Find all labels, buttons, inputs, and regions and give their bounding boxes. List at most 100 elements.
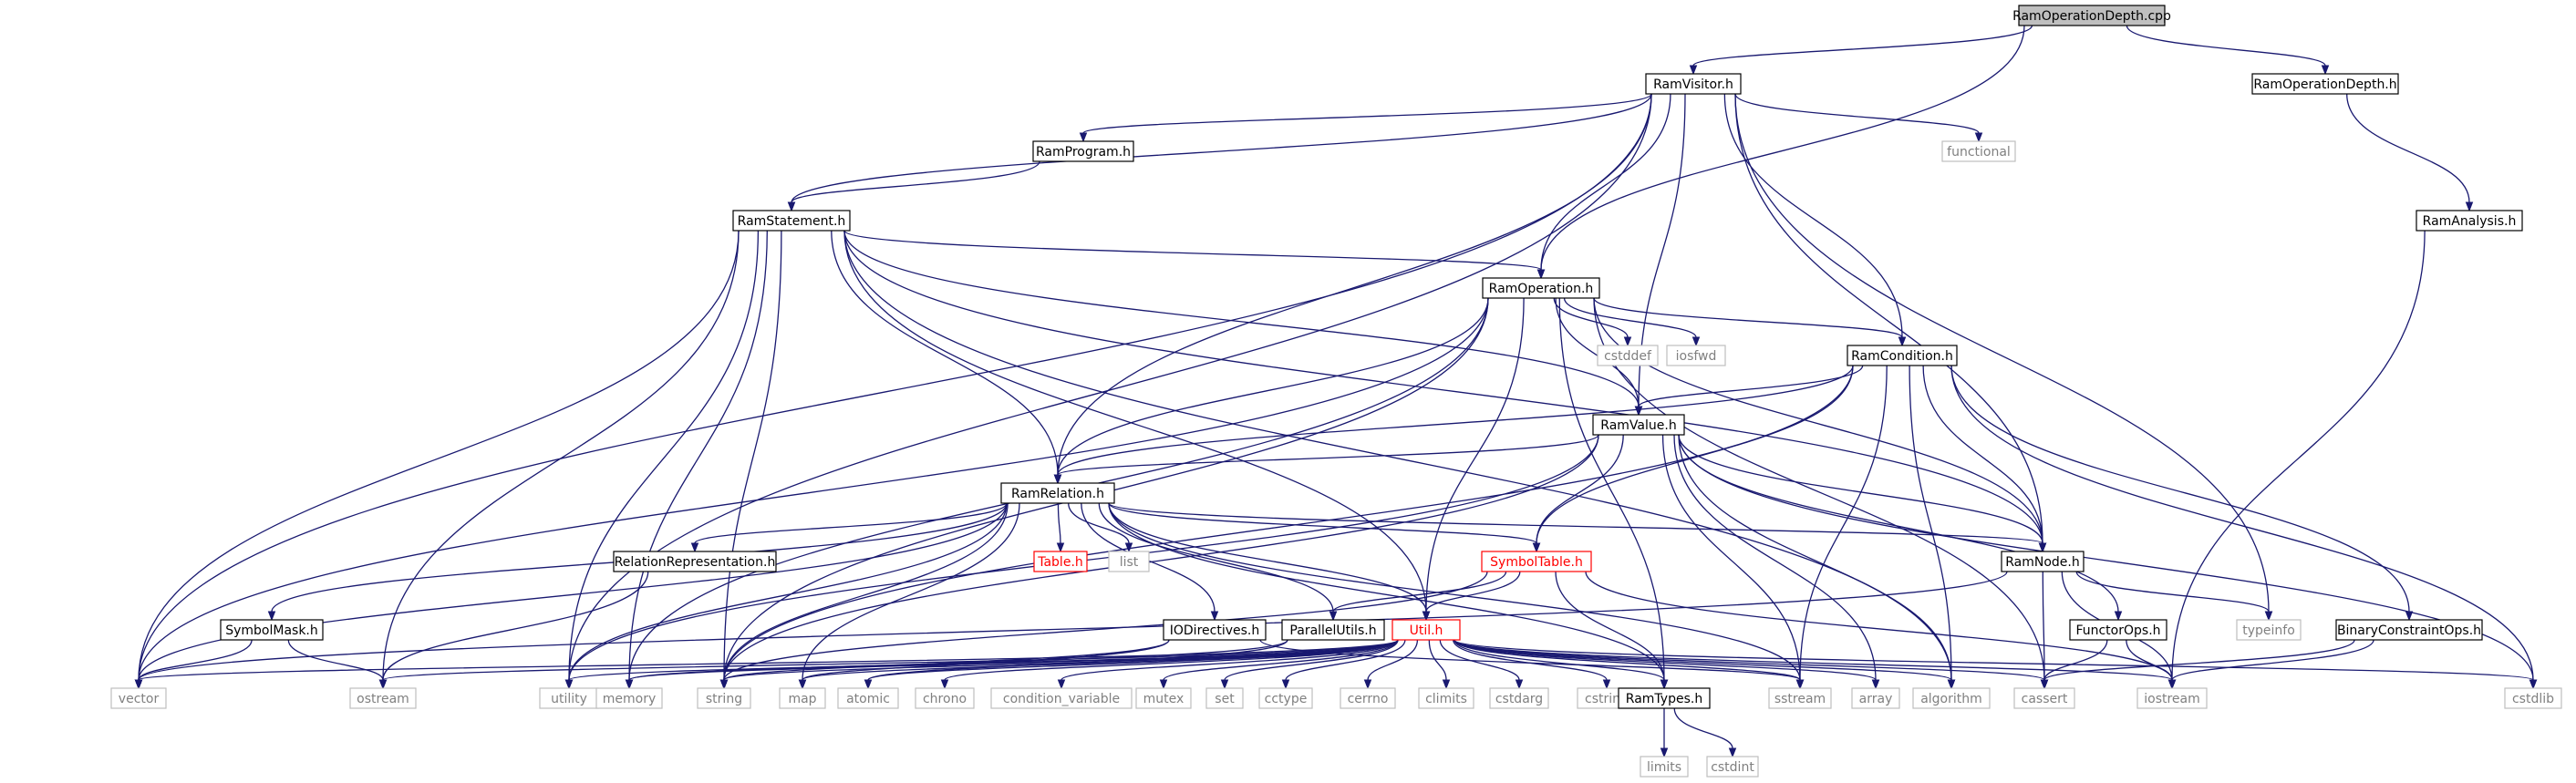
node-ramnode[interactable]: RamNode.h [2001,551,2085,572]
node-operation[interactable]: RamOperation.h [1482,277,1600,299]
edge-util-to-chrono [940,639,1399,690]
node-functorops[interactable]: FunctorOps.h [2069,619,2167,641]
edge-line [867,639,1399,681]
arrowhead [690,542,699,553]
node-box [915,687,975,709]
edge-line [138,297,1489,681]
node-util[interactable]: Util.h [1391,619,1461,641]
node-label: cstdint [1711,760,1754,775]
node-symbolmask[interactable]: SymbolMask.h [220,619,324,641]
node-label: RamOperationDepth.h [2253,77,2396,92]
node-visitor[interactable]: RamVisitor.h [1645,73,1742,95]
edge-line [138,230,740,681]
node-mutex: mutex [1135,687,1192,709]
edge-line [1563,297,1697,338]
node-label: SymbolMask.h [225,623,318,638]
node-label: functional [1947,145,2011,160]
node-table[interactable]: Table.h [1033,551,1088,572]
node-label: cstdarg [1495,692,1543,706]
edge-line [1439,639,1520,681]
node-symboltable[interactable]: SymbolTable.h [1481,551,1592,572]
arrowhead [864,679,873,690]
node-label: cerrno [1348,692,1389,706]
edge-line [1454,639,1877,681]
edge-line [1454,639,1801,681]
edge-root-to-opdepthh [2126,25,2330,76]
node-box [1418,687,1474,709]
node-relation[interactable]: RamRelation.h [1000,482,1115,504]
node-label: climits [1425,692,1467,706]
edge-util-to-ostream [378,639,1399,690]
edge-line [1454,639,2045,681]
edge-line [2126,639,2173,681]
arrowhead [787,201,796,212]
edge-statement-to-operation [843,230,1546,280]
node-cstdarg: cstdarg [1489,687,1549,709]
node-root[interactable]: RamOperationDepth.cpp [2012,5,2171,26]
node-box [1618,687,1711,709]
node-iodirectives[interactable]: IODirectives.h [1163,619,1267,641]
arrowhead [1602,679,1611,690]
edge-visitor-to-vector [134,93,1652,690]
node-label: RamOperation.h [1489,282,1594,296]
node-ramtypes[interactable]: RamTypes.h [1618,687,1711,709]
node-label: condition_variable [1003,692,1120,706]
edge-line [1163,639,1399,681]
edge-line [287,639,384,681]
edge-line [1540,93,1671,271]
edge-line [1057,434,1599,476]
node-opdepthh[interactable]: RamOperationDepth.h [2251,73,2399,95]
edge-line [694,502,1008,544]
arrowhead [1053,474,1062,485]
node-label: chrono [923,692,967,706]
node-climits: climits [1418,687,1474,709]
node-box [1597,345,1659,366]
node-label: Util.h [1410,623,1443,638]
node-box [2001,551,2085,572]
edge-line [1425,297,1525,613]
node-label: array [1859,692,1893,706]
edge-line [1553,297,1629,338]
arrowhead [1898,336,1907,347]
node-box [697,687,751,709]
edge-program-to-statement [787,160,1040,212]
node-label: BinaryConstraintOps.h [2337,623,2481,638]
node-parallelutils[interactable]: ParallelUtils.h [1281,619,1385,641]
node-box [1108,551,1150,572]
edge-line [1678,434,1952,681]
node-map: map [779,687,826,709]
edge-line [791,93,1652,203]
edge-line [1285,639,1406,681]
edge-line [1950,365,2534,681]
node-label: cstddef [1604,349,1652,364]
edge-line [1332,571,1507,613]
node-string: string [697,687,751,709]
edge-line [831,230,1059,476]
node-condition[interactable]: RamCondition.h [1847,345,1958,366]
node-vector: vector [110,687,167,709]
node-statement[interactable]: RamStatement.h [732,210,851,232]
edge-line [843,230,1427,613]
node-box [1592,414,1685,436]
arrowhead [564,679,574,690]
node-box [1941,140,2016,162]
edge-visitor-to-statement [787,93,1652,212]
node-analysis[interactable]: RamAnalysis.h [2416,210,2523,232]
edge-line [138,93,1652,681]
edge-visitor-to-functional [1734,93,1983,143]
edge-line [1454,639,2173,681]
arrowhead [2114,611,2123,622]
edge-line [1536,434,1624,544]
node-relrep[interactable]: RelationRepresentation.h [613,551,777,572]
arrowhead [1974,132,1983,143]
edge-statement-to-utility [564,230,760,690]
arrowhead [625,679,634,690]
edge-operation-to-relation [1053,297,1489,485]
node-binconstr[interactable]: BinaryConstraintOps.h [2335,619,2483,641]
node-program[interactable]: RamProgram.h [1032,140,1134,162]
edge-line [1692,25,2033,67]
edge-line [723,502,1009,681]
node-box [1706,756,1759,778]
node-value[interactable]: RamValue.h [1592,414,1685,436]
